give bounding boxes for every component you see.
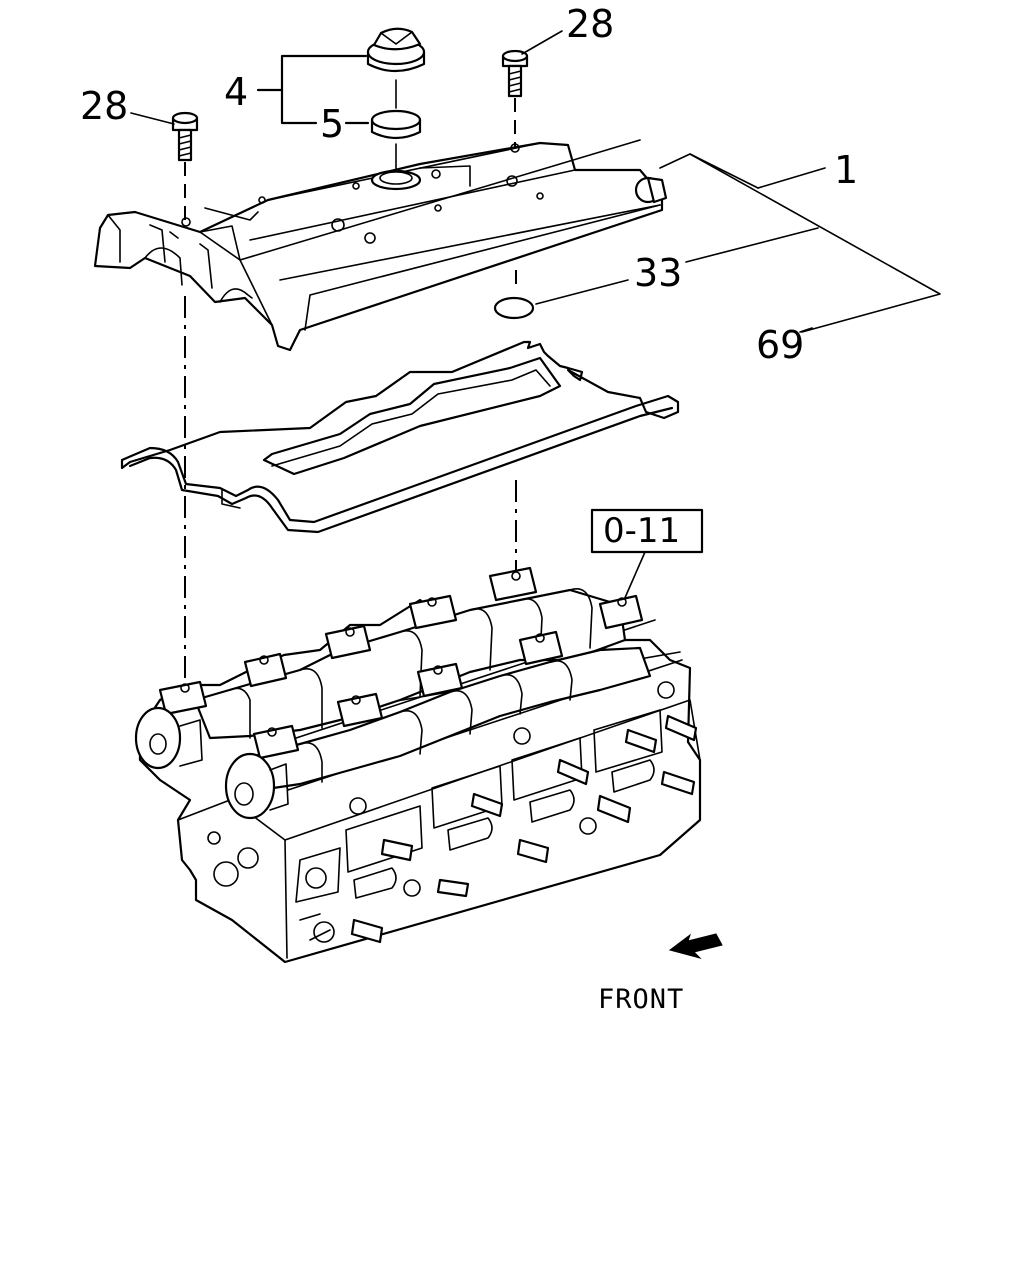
front-arrow-icon: [668, 933, 723, 959]
callout-4: 4: [224, 70, 248, 114]
cylinder-head-assembly: [134, 566, 702, 964]
callout-28-right: 28: [566, 2, 614, 46]
camshaft-cover: [93, 139, 668, 352]
oil-filler-cap: [366, 27, 426, 73]
cover-gasket: [120, 340, 680, 534]
callout-1: 1: [834, 148, 858, 192]
callout-69: 69: [756, 323, 804, 367]
cam-bearing-caps: [158, 566, 644, 760]
reference-box-label: 0-11: [603, 511, 680, 551]
camshaft-exhaust: [238, 646, 652, 792]
camshaft-sprocket-ends: [134, 706, 289, 820]
bolt-left: [171, 111, 199, 162]
bolt-right: [501, 49, 529, 98]
front-label: FRONT: [598, 984, 684, 1015]
head-studs: [350, 714, 698, 944]
callout-5: 5: [320, 102, 344, 146]
cap-seal: [370, 109, 422, 140]
callout-33: 33: [634, 251, 682, 295]
callout-28-left: 28: [80, 84, 128, 128]
reference-box[interactable]: 0-11: [590, 508, 704, 554]
o-ring: [493, 296, 535, 320]
